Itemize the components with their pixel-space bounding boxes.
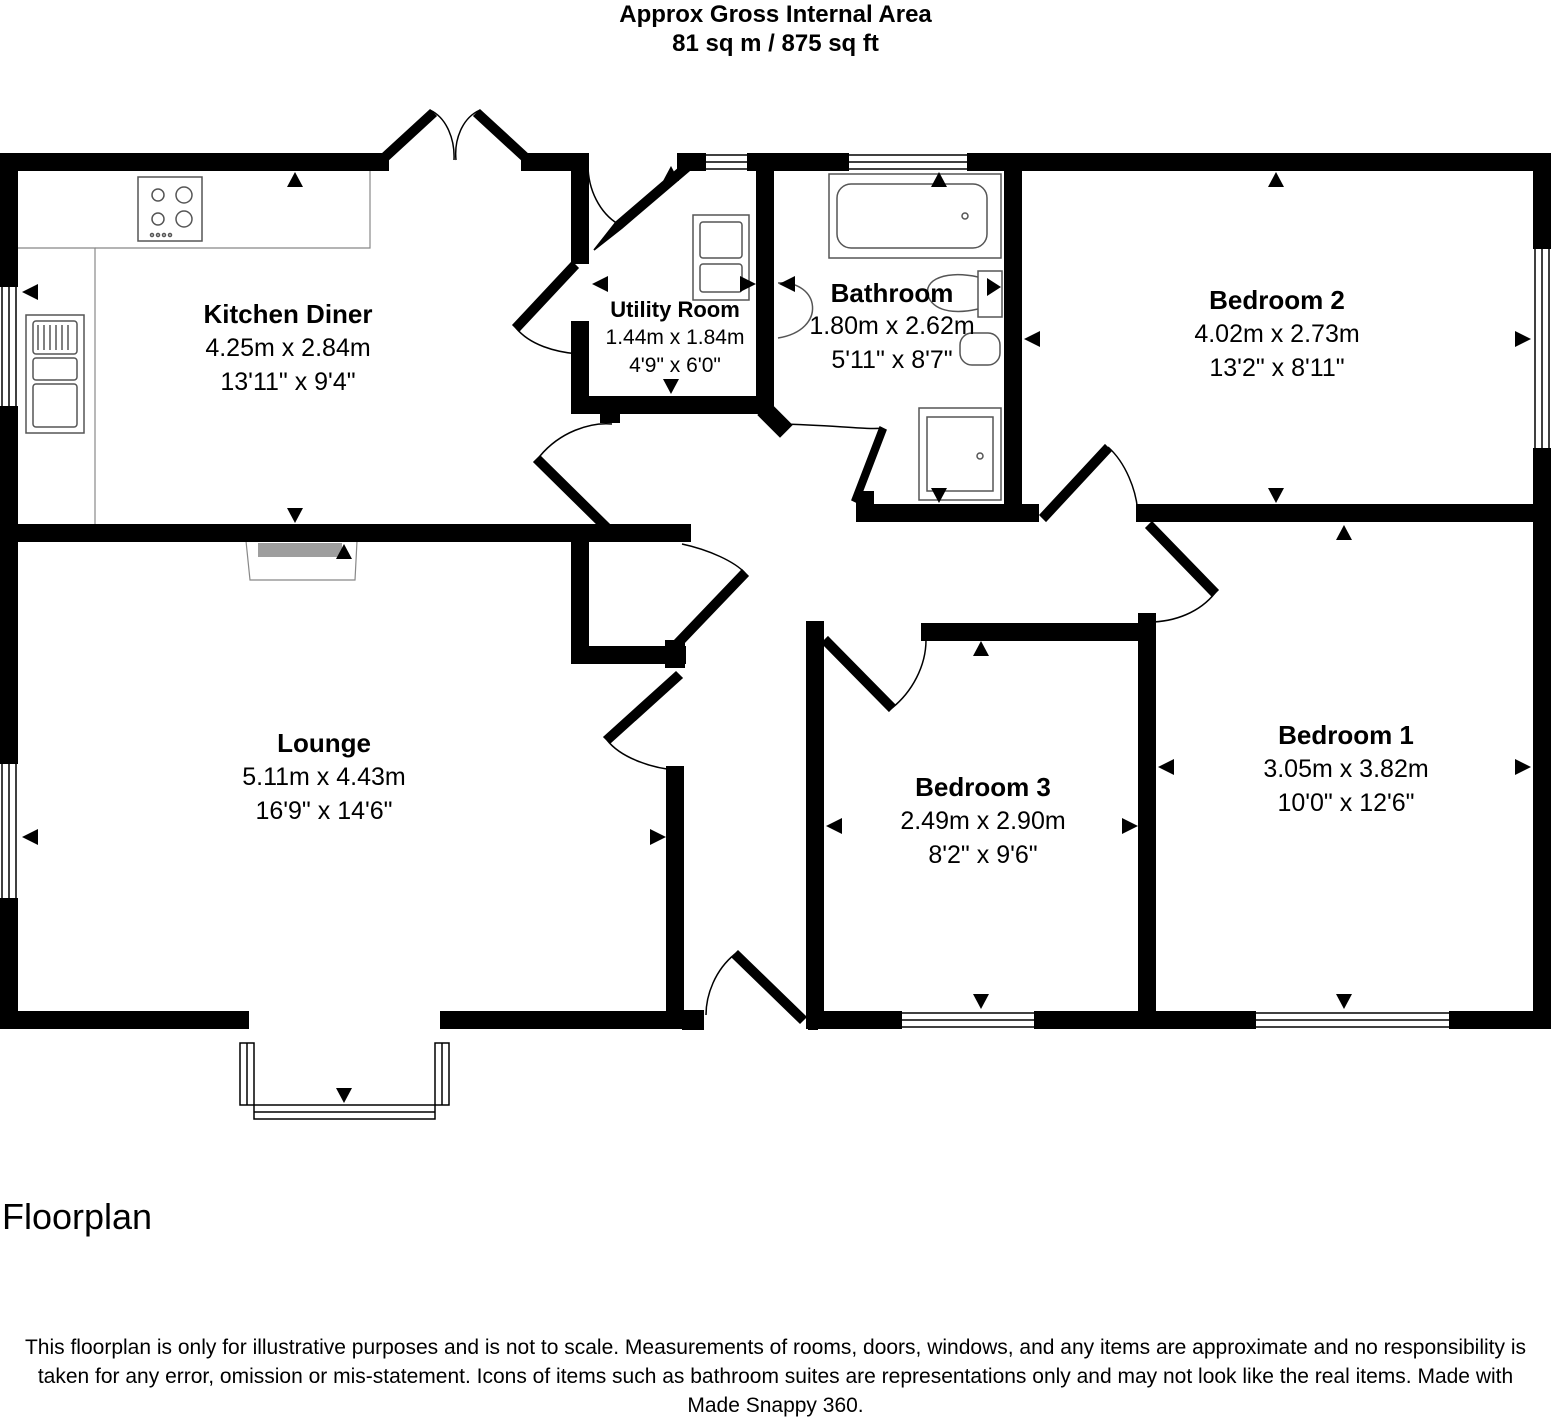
disclaimer-text: This floorplan is only for illustrative … (24, 1336, 1527, 1417)
area-title: Approx Gross Internal Area 81 sq m / 875… (0, 0, 1551, 58)
doors (378, 108, 1220, 1025)
kitchen-worktop (18, 168, 371, 525)
room-metric: 4.25m x 2.84m (205, 334, 370, 362)
room-imperial: 5'11" x 8'7" (831, 346, 952, 374)
area-title-line2: 81 sq m / 875 sq ft (672, 30, 879, 57)
room-name: Lounge (277, 728, 371, 758)
hob-icon (137, 176, 203, 242)
area-title-line1: Approx Gross Internal Area (619, 1, 932, 28)
room-name: Bathroom (831, 278, 954, 308)
fireplace-icon (245, 540, 358, 581)
room-label-bedroom-1: Bedroom 1 3.05m x 3.82m 10'0" x 12'6" (1263, 720, 1428, 817)
shower-tray-icon (918, 407, 1002, 501)
room-metric: 4.02m x 2.73m (1194, 320, 1359, 348)
room-metric: 2.49m x 2.90m (900, 807, 1065, 835)
room-name: Bedroom 1 (1278, 720, 1414, 750)
room-imperial: 16'9" x 14'6" (255, 797, 392, 825)
room-name: Kitchen Diner (203, 299, 372, 329)
room-name: Utility Room (610, 297, 740, 322)
room-label-bathroom: Bathroom 1.80m x 2.62m 5'11" x 8'7" (809, 278, 974, 374)
room-label-lounge: Lounge 5.11m x 4.43m 16'9" x 14'6" (242, 728, 406, 825)
room-label-bedroom-3: Bedroom 3 2.49m x 2.90m 8'2" x 9'6" (900, 772, 1065, 869)
room-imperial: 13'11" x 9'4" (220, 368, 355, 396)
room-name: Bedroom 3 (915, 772, 1051, 802)
room-metric: 5.11m x 4.43m (242, 763, 406, 791)
kitchen-sink-icon (25, 314, 85, 434)
room-name: Bedroom 2 (1209, 285, 1345, 315)
room-label-kitchen-diner: Kitchen Diner 4.25m x 2.84m 13'11" x 9'4… (203, 299, 372, 396)
toilet-icon (926, 270, 1003, 318)
room-metric: 1.44m x 1.84m (606, 326, 745, 349)
room-metric: 1.80m x 2.62m (809, 312, 974, 340)
room-metric: 3.05m x 3.82m (1263, 755, 1428, 783)
bath-icon (828, 173, 1002, 259)
dimension-arrows (22, 166, 1531, 1103)
room-imperial: 8'2" x 9'6" (928, 841, 1037, 869)
utility-sink-icon (692, 214, 750, 301)
room-label-bedroom-2: Bedroom 2 4.02m x 2.73m 13'2" x 8'11" (1194, 285, 1359, 382)
room-imperial: 13'2" x 8'11" (1209, 354, 1344, 382)
room-imperial: 4'9" x 6'0" (629, 354, 721, 377)
wall-caps (600, 405, 818, 1030)
room-imperial: 10'0" x 12'6" (1277, 789, 1414, 817)
room-label-utility-room: Utility Room 1.44m x 1.84m 4'9" x 6'0" (606, 297, 745, 377)
plan-label: Floorplan (2, 1196, 153, 1237)
